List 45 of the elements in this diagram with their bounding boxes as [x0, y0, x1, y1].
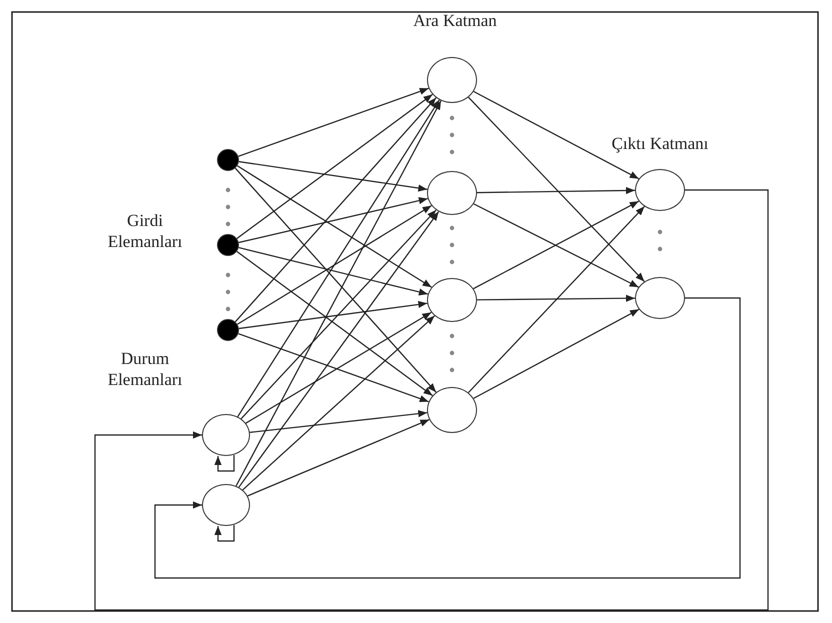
- arrow: [238, 333, 429, 402]
- arrow: [240, 210, 437, 420]
- arrow: [237, 205, 432, 325]
- arrow: [246, 312, 432, 424]
- arrow: [236, 165, 432, 288]
- arrow: [477, 186, 635, 194]
- arrow: [214, 455, 235, 472]
- neuron-circle: [427, 278, 477, 322]
- input-neuron-circle: [217, 319, 239, 341]
- arrow: [237, 99, 440, 418]
- arrow: [236, 251, 433, 396]
- arrow: [238, 197, 428, 244]
- arrow: [250, 410, 428, 433]
- arrow: [238, 88, 429, 157]
- arrow: [238, 211, 440, 488]
- neuron-circle: [202, 414, 250, 456]
- arrow: [473, 308, 640, 399]
- arrow: [238, 161, 428, 192]
- arrow: [214, 525, 235, 542]
- neuron-circle: [635, 169, 685, 211]
- neuron-circle: [635, 277, 685, 319]
- layer-label: Durum Elemanları: [106, 348, 184, 390]
- arrow: [236, 94, 433, 239]
- layer-label: Çıktı Katmanı: [610, 133, 710, 154]
- arrow: [477, 294, 635, 302]
- arrow: [468, 206, 645, 394]
- input-neuron-circle: [217, 234, 239, 256]
- neuron-circle: [427, 387, 477, 433]
- layer-label: Ara Katman: [412, 10, 498, 32]
- arrow: [234, 168, 437, 393]
- arrow: [236, 100, 442, 486]
- arrow: [154, 297, 741, 579]
- neuron-circle: [427, 57, 477, 103]
- layer-label: Girdi Elemanları: [106, 210, 184, 252]
- neuron-circle: [427, 171, 477, 215]
- arrow: [238, 247, 428, 296]
- input-neuron-circle: [217, 149, 239, 171]
- arrow: [234, 97, 437, 322]
- arrow: [473, 90, 640, 180]
- arrow: [242, 315, 435, 490]
- arrow: [247, 419, 430, 496]
- arrow: [94, 189, 769, 611]
- neuron-circle: [202, 484, 250, 526]
- arrow: [238, 300, 428, 330]
- arrow: [468, 96, 645, 282]
